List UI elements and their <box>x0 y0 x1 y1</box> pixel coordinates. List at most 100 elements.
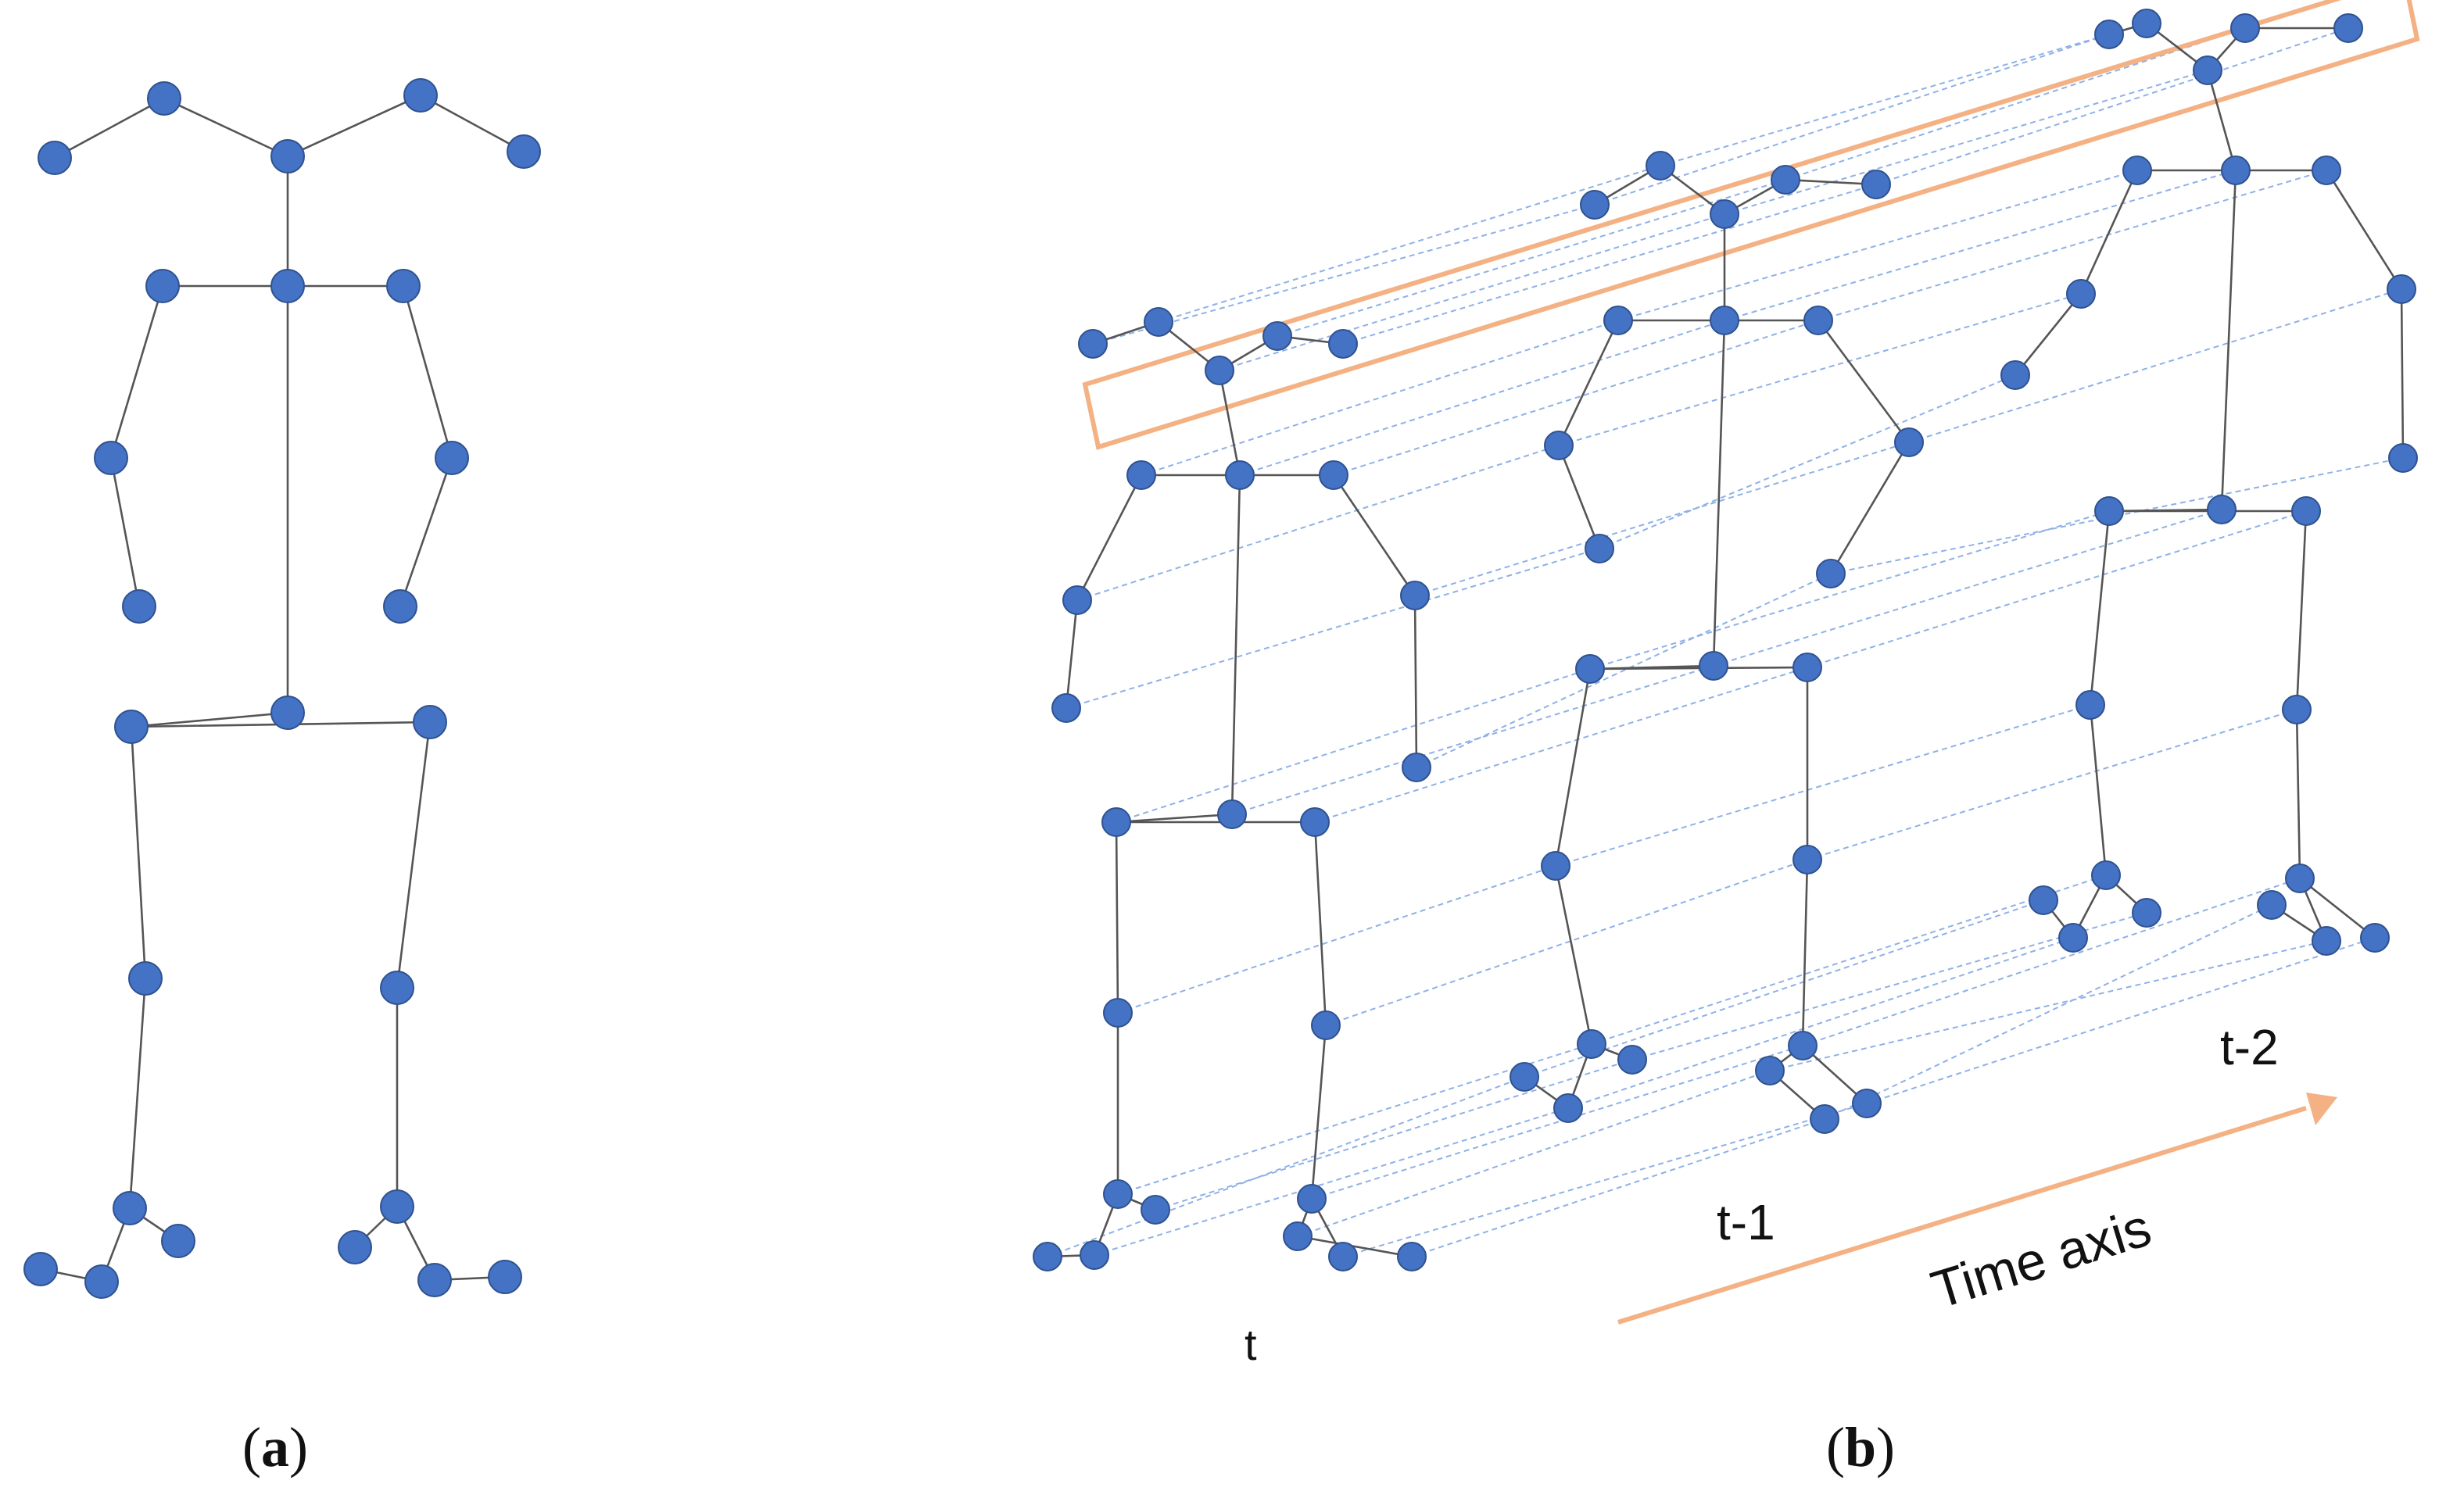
joint-node <box>1400 581 1430 610</box>
temporal-link <box>1141 320 1619 476</box>
skeleton-t-2-bones <box>2014 22 2405 942</box>
bone <box>1310 1025 1327 1200</box>
joint-node <box>380 1189 414 1224</box>
temporal-link <box>1231 665 1714 815</box>
joint-node <box>1078 329 1108 359</box>
bone <box>1076 474 1143 601</box>
bone <box>2295 510 2308 710</box>
frame-label-t: t <box>1245 1320 1257 1369</box>
joint-node <box>1033 1242 1062 1271</box>
temporal-link <box>1724 70 2208 215</box>
temporal-link <box>1342 184 1877 345</box>
joint-node <box>1710 306 1739 335</box>
joint-node <box>1101 807 1131 837</box>
skeleton-bones <box>40 22 2405 1283</box>
bone <box>1829 442 1911 574</box>
temporal-link <box>1594 34 2110 206</box>
joint-node <box>488 1260 522 1294</box>
joint-node <box>1225 460 1255 490</box>
temporal-link <box>1277 179 1786 337</box>
bone <box>1313 821 1327 1026</box>
skeleton-t-1-joints <box>1510 151 1924 1134</box>
bone <box>1785 178 1877 186</box>
temporal-link <box>1875 27 2349 185</box>
bone <box>2325 170 2403 290</box>
joint-node <box>1852 1089 1882 1118</box>
temporal-link <box>1325 859 1808 1026</box>
joint-node <box>1544 431 1574 460</box>
joint-node <box>1103 998 1133 1028</box>
joint-node <box>1792 653 1822 682</box>
joint-node <box>2122 156 2152 185</box>
bone <box>1218 370 1241 476</box>
joint-node <box>1575 654 1605 684</box>
joint-node <box>1803 306 1833 335</box>
joint-node <box>1062 585 1092 615</box>
panel-b-caption: (b) <box>1826 1416 1895 1479</box>
temporal-link <box>1555 704 2091 867</box>
joint-node <box>2066 279 2096 309</box>
joint-node <box>1771 165 1800 195</box>
bone <box>1712 320 1726 667</box>
bone <box>1554 865 1593 1045</box>
joint-node <box>270 696 305 730</box>
bone <box>1297 1235 1413 1258</box>
temporal-link <box>1807 709 2297 860</box>
temporal-link <box>1297 1070 1771 1237</box>
joint-node <box>2075 690 2105 720</box>
temporal-link <box>1047 1076 1525 1257</box>
bone <box>1065 599 1079 709</box>
bone <box>1801 859 1809 1046</box>
temporal-link <box>1807 510 2307 668</box>
joint-node <box>1603 306 1633 335</box>
joint-node <box>1300 807 1330 837</box>
joint-node <box>84 1264 119 1299</box>
joint-node <box>1402 753 1431 782</box>
joint-node <box>2333 13 2363 43</box>
temporal-link <box>1333 320 1819 476</box>
joint-node <box>1126 460 1156 490</box>
bone <box>2400 288 2405 459</box>
joint-node <box>2193 55 2222 85</box>
temporal-link <box>1117 865 1556 1014</box>
joint-node <box>270 139 305 173</box>
joint-node <box>1297 1184 1327 1214</box>
bone <box>109 285 164 459</box>
bone <box>2089 704 2108 876</box>
temporal-link <box>1769 940 2327 1071</box>
joint-node <box>94 441 128 475</box>
joint-node <box>1861 170 1891 199</box>
joint-node <box>1144 307 1173 337</box>
joint-node <box>1710 199 1739 229</box>
bone <box>1557 320 1620 446</box>
skeleton-joints <box>23 9 2418 1299</box>
joint-node <box>2091 860 2121 890</box>
joint-node <box>383 589 417 624</box>
bone <box>2206 70 2237 171</box>
bone <box>1817 320 1911 443</box>
temporal-link <box>1116 668 1591 823</box>
joint-node <box>1328 1242 1358 1271</box>
bone <box>1332 474 1416 596</box>
joint-node <box>403 78 438 113</box>
joint-node <box>1617 1045 1647 1075</box>
temporal-link <box>1092 204 1596 345</box>
joint-node <box>1311 1010 1341 1040</box>
bone <box>1413 595 1418 768</box>
temporal-link <box>1802 878 2301 1046</box>
bone <box>402 285 453 459</box>
bone <box>130 726 147 979</box>
joint-node <box>1205 356 1234 385</box>
joint-node <box>23 1252 58 1286</box>
temporal-link <box>1818 170 2327 321</box>
temporal-link <box>1567 937 2074 1109</box>
joint-node <box>1580 190 1610 220</box>
joint-node <box>1141 1195 1170 1225</box>
joint-node <box>1788 1031 1818 1060</box>
temporal-link <box>1239 320 1725 476</box>
bone <box>2014 293 2083 376</box>
joint-node <box>338 1230 372 1264</box>
joint-node <box>2387 274 2416 304</box>
joint-node <box>2291 496 2321 526</box>
joint-node <box>1577 1029 1606 1059</box>
